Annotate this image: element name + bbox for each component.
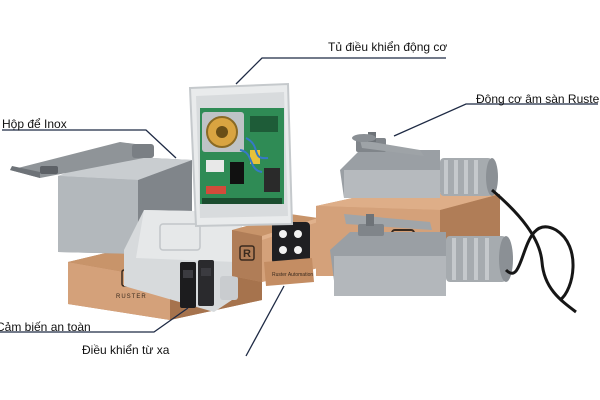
callout-line-cabinet <box>235 57 446 85</box>
small-box-print: Ruster Automation <box>272 272 313 278</box>
callout-line-box <box>2 129 177 159</box>
callout-line-remote <box>245 285 285 357</box>
label-control-cabinet: Tủ điều khiển động cơ <box>328 40 448 54</box>
box-print: RUSTER <box>116 294 147 300</box>
label-safety-sensor: Cảm biến an toàn <box>0 320 91 334</box>
safety-sensor-pair <box>180 260 214 308</box>
callout-line-sensor <box>0 307 189 333</box>
remote-control-keypad <box>272 222 310 264</box>
underground-motor-bottom <box>330 214 575 302</box>
label-remote: Điều khiển từ xa <box>82 343 170 357</box>
control-cabinet <box>188 82 294 228</box>
logo-letter-2: R <box>243 248 251 260</box>
callout-lines <box>0 57 598 357</box>
label-underground-motor: Động cơ âm sàn Ruster <box>476 92 600 106</box>
label-stainless-box: Hộp để Inox <box>2 117 67 131</box>
underground-motor-top <box>340 132 577 314</box>
callout-line-motor <box>393 103 598 137</box>
small-box-front: Ruster Automation <box>264 258 314 286</box>
